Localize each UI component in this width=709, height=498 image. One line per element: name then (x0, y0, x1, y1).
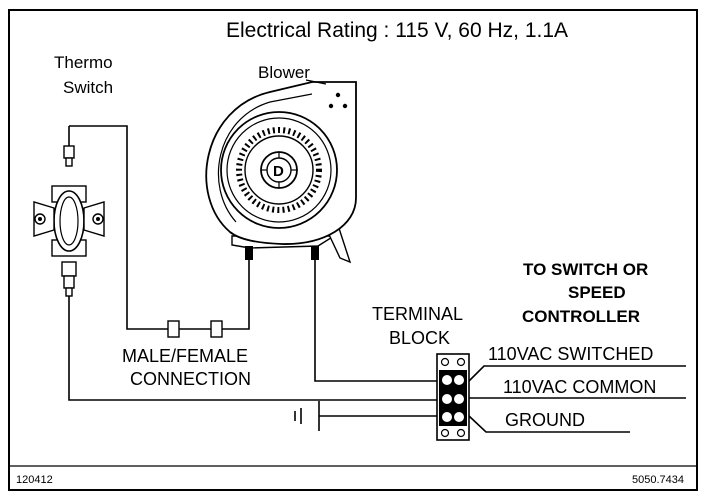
to-switch-label-line2: SPEED (568, 283, 626, 302)
wire-label-ground: GROUND (505, 410, 585, 430)
blower-hub-letter: D (273, 163, 284, 180)
to-switch-label-line3: CONTROLLER (522, 307, 640, 326)
footer-right-code: 5050.7434 (632, 474, 684, 486)
connection-label-line1: MALE/FEMALE (122, 346, 248, 366)
electrical-rating-text: Electrical Rating : 115 V, 60 Hz, 1.1A (226, 19, 568, 42)
thermo-switch-symbol (33, 126, 105, 297)
blower-label-leader (305, 79, 327, 85)
terminal-block (436, 353, 470, 441)
wire-label-switched: 110VAC SWITCHED (488, 344, 653, 364)
terminal-block-label-line1: TERMINAL (372, 304, 463, 324)
connection-label-line2: CONNECTION (130, 369, 251, 389)
footer-left-code: 120412 (16, 474, 53, 486)
wire-label-common: 110VAC COMMON (503, 377, 656, 397)
blower-label: Blower (258, 63, 310, 82)
diagram-border (8, 9, 698, 491)
wiring (68, 125, 686, 433)
ground-symbol (294, 401, 320, 431)
blower-symbol: D (205, 81, 357, 264)
male-female-connector (167, 320, 223, 338)
to-switch-label-line1: TO SWITCH OR (523, 260, 648, 279)
terminal-block-label-line2: BLOCK (389, 328, 450, 348)
thermo-switch-label-line2: Switch (63, 78, 113, 97)
thermo-switch-label-line1: Thermo (54, 53, 113, 72)
